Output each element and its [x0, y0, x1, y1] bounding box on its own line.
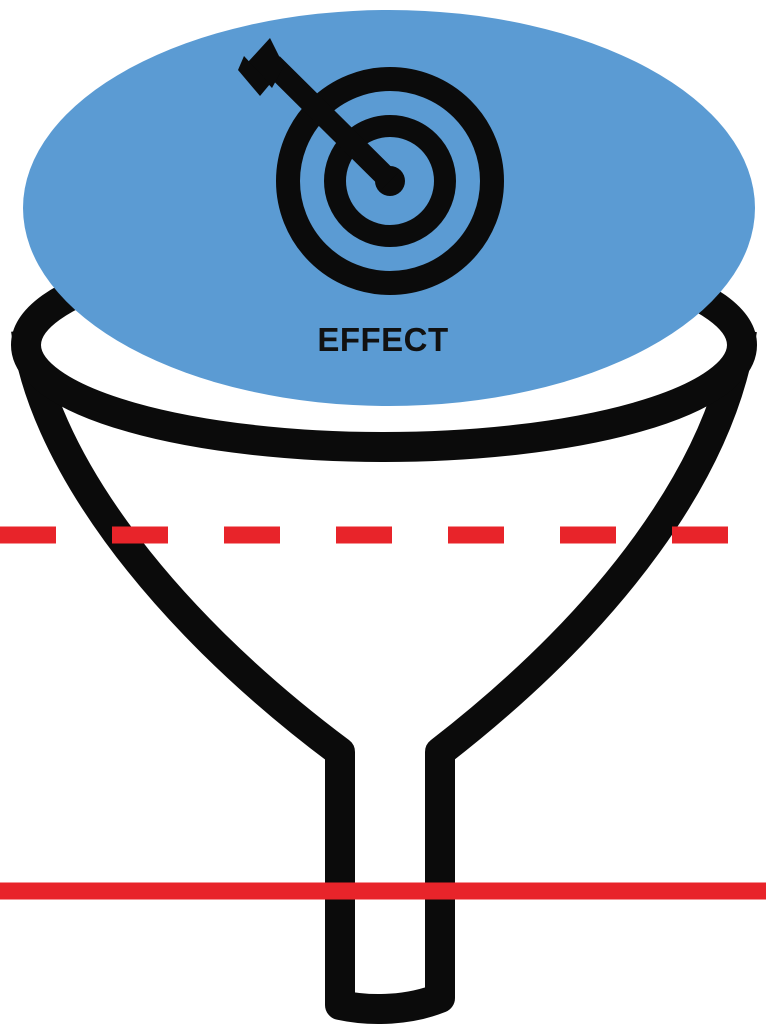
effect-label: EFFECT — [283, 320, 483, 360]
